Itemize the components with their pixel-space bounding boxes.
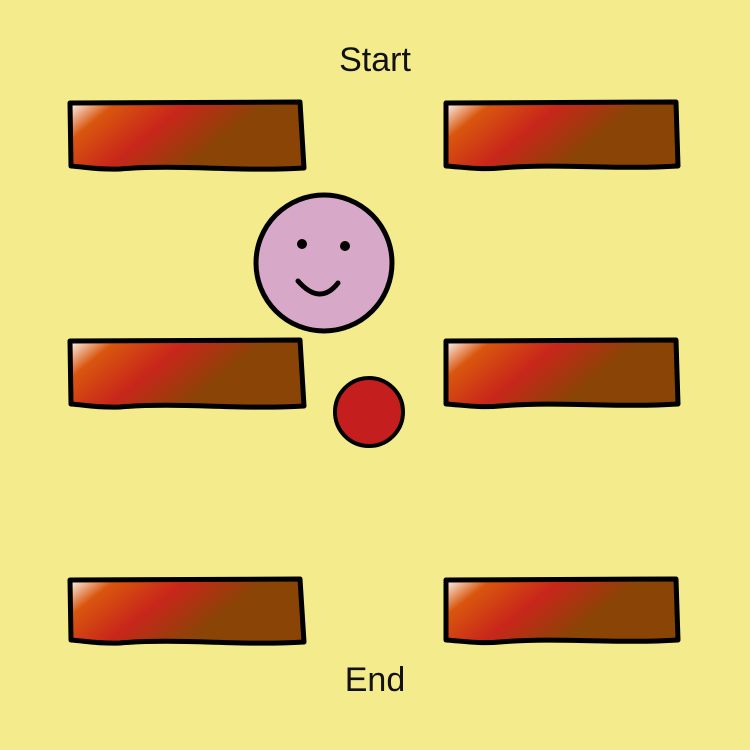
brick-middle-right — [443, 337, 681, 410]
start-label: Start — [339, 41, 411, 79]
end-label: End — [344, 661, 406, 699]
brick-middle-left — [67, 337, 307, 410]
red-ball-icon[interactable] — [333, 376, 405, 448]
brick-bottom-left — [67, 576, 307, 646]
brick-bottom-right — [443, 576, 681, 646]
brick-top-left — [67, 99, 307, 172]
smiley-face-icon[interactable] — [253, 192, 395, 334]
brick-top-right — [443, 99, 681, 172]
